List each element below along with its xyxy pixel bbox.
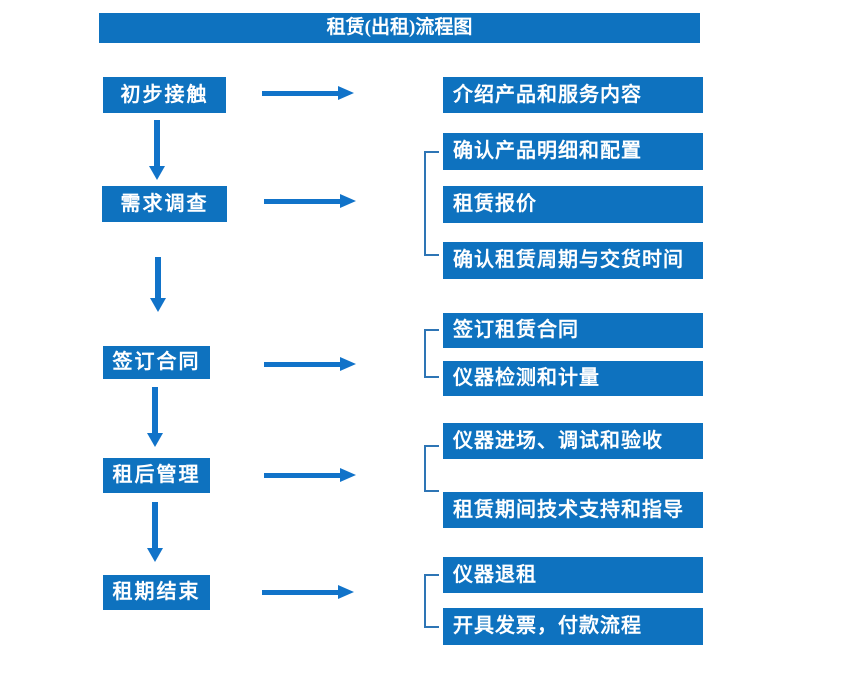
right-arrow-shaft [264, 361, 340, 367]
bracket-sign-contract [424, 329, 439, 378]
output-box-introduce-products: 介绍产品和服务内容 [443, 77, 703, 113]
right-arrow-head [338, 585, 354, 599]
bracket-rental-end [424, 574, 439, 628]
right-arrow-head [340, 194, 356, 208]
output-box-instrument-testing: 仪器检测和计量 [443, 361, 703, 396]
output-box-instrument-return: 仪器退租 [443, 557, 703, 593]
right-arrow-head [340, 357, 356, 371]
down-arrow-shaft [152, 502, 158, 548]
right-arrow-shaft [262, 589, 338, 595]
stage-box-demand-survey: 需求调查 [102, 186, 227, 222]
right-arrow-shaft [262, 90, 338, 96]
down-arrow-4 [147, 502, 163, 562]
bracket-post-rental [424, 445, 439, 492]
down-arrow-shaft [154, 120, 160, 166]
right-arrow-3 [264, 357, 356, 371]
down-arrow-2 [150, 257, 166, 312]
right-arrow-2 [264, 194, 356, 208]
right-arrow-shaft [264, 472, 340, 478]
output-box-sign-rental-contract: 签订租赁合同 [443, 313, 703, 348]
right-arrow-shaft [264, 198, 340, 204]
down-arrow-shaft [155, 257, 161, 298]
flowchart-title: 租赁(出租)流程图 [99, 13, 700, 43]
down-arrow-1 [149, 120, 165, 180]
output-box-instrument-setup: 仪器进场、调试和验收 [443, 423, 703, 459]
right-arrow-4 [264, 468, 356, 482]
right-arrow-5 [262, 585, 354, 599]
bracket-demand-survey [424, 151, 439, 256]
right-arrow-head [338, 86, 354, 100]
right-arrow-1 [262, 86, 354, 100]
stage-box-sign-contract: 签订合同 [103, 346, 210, 379]
output-box-technical-support: 租赁期间技术支持和指导 [443, 492, 703, 528]
down-arrow-3 [147, 387, 163, 447]
down-arrow-head [147, 548, 163, 562]
output-box-rental-quotation: 租赁报价 [443, 186, 703, 223]
down-arrow-shaft [152, 387, 158, 433]
stage-box-post-rental-management: 租后管理 [103, 458, 210, 493]
right-arrow-head [340, 468, 356, 482]
output-box-confirm-product-details: 确认产品明细和配置 [443, 133, 703, 170]
down-arrow-head [150, 298, 166, 312]
down-arrow-head [147, 433, 163, 447]
down-arrow-head [149, 166, 165, 180]
output-box-confirm-rental-period: 确认租赁周期与交货时间 [443, 242, 703, 279]
output-box-invoice-payment: 开具发票，付款流程 [443, 608, 703, 645]
stage-box-initial-contact: 初步接触 [103, 77, 226, 113]
stage-box-rental-end: 租期结束 [103, 575, 210, 610]
